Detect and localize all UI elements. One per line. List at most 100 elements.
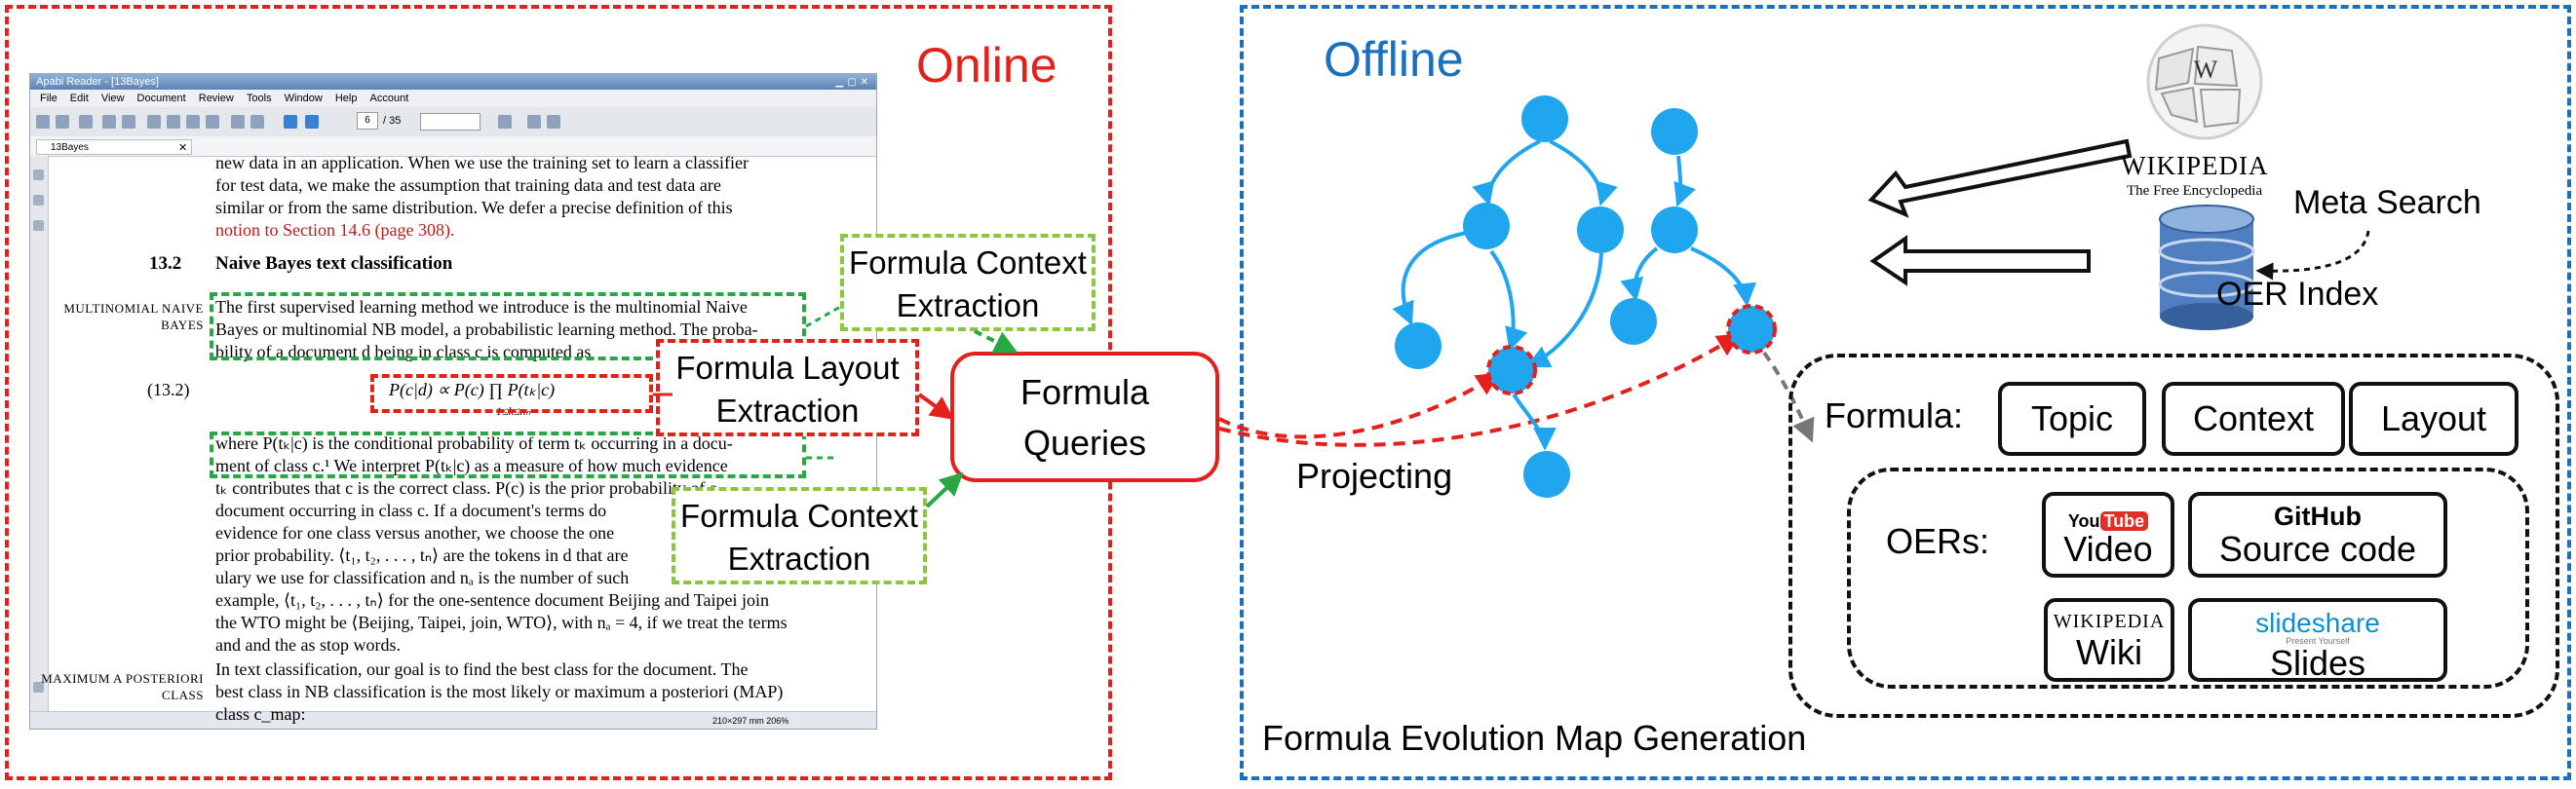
graph-node (1651, 207, 1698, 253)
formula-layout-extraction-label: Formula Layout Extraction (656, 339, 919, 436)
menu-tools[interactable]: Tools (246, 93, 272, 104)
zoom-select[interactable] (420, 113, 481, 131)
graph-node (1610, 298, 1657, 345)
page-down-icon[interactable] (305, 115, 319, 129)
save-icon[interactable] (56, 115, 69, 129)
section-number: 13.2 (149, 253, 182, 274)
reader-titlebar: Apabi Reader - [13Bayes] ▁▢✕ (30, 74, 876, 90)
hand-icon[interactable] (122, 115, 135, 129)
projected-node-2 (1726, 304, 1777, 355)
formula-topic-text: Topic (2030, 398, 2114, 438)
doc-line: best class in NB classification is the m… (215, 682, 784, 701)
oer-video-text: Video (2063, 529, 2153, 569)
outline-icon[interactable] (33, 195, 44, 206)
graph-node (1395, 322, 1442, 369)
svg-text:W: W (2194, 56, 2218, 84)
formula-context-box: Context (2162, 382, 2345, 456)
status-text: 210×297 mm 206% (712, 716, 789, 726)
menu-window[interactable]: Window (284, 93, 323, 104)
menu-file[interactable]: File (40, 93, 58, 104)
wikipedia-small-logo-icon: WIKIPEDIA (2053, 611, 2166, 632)
graph-edge (1472, 139, 1541, 207)
reader-side-strip (30, 156, 49, 711)
two-page-icon[interactable] (250, 115, 264, 129)
doc-line: and and the as stop words. (215, 635, 401, 655)
offline-panel (1240, 5, 2571, 780)
youtube-tube-text: Tube (2099, 511, 2149, 531)
formula-layout-box: Layout (2349, 382, 2518, 456)
wikipedia-tagline: The Free Encyclopedia (2127, 183, 2263, 199)
close-icon[interactable]: ✕ (178, 142, 188, 154)
equation-number: (13.2) (147, 380, 190, 399)
window-controls[interactable]: ▁▢✕ (835, 77, 872, 88)
oer-database-icon (2158, 205, 2255, 330)
margin-note-multinomial: MULTINOMIAL NAIVE BAYES (63, 301, 204, 332)
oers-box (1847, 468, 2529, 689)
graph-edge (1620, 246, 1659, 302)
doc-line: Bayes or multinomial NB model, a probabi… (215, 319, 758, 339)
single-page-icon[interactable] (231, 115, 245, 129)
menu-document[interactable]: Document (136, 93, 186, 104)
context-arrow-1 (974, 329, 1019, 354)
rotate-icon[interactable] (498, 115, 512, 129)
context-extraction-text-1: Formula Context Extraction (849, 244, 1087, 323)
page-up-icon[interactable] (284, 115, 297, 129)
formula-context-extraction-label-1: Formula Context Extraction (840, 234, 1096, 331)
doc-line: the WTO might be ⟨Beijing, Taipei, join,… (215, 613, 788, 632)
context-arrow-2 (925, 471, 964, 508)
section-title: Naive Bayes text classification (215, 253, 453, 274)
menu-account[interactable]: Account (369, 93, 409, 104)
layers-icon[interactable] (33, 682, 44, 693)
map-generation-label: Formula Evolution Map Generation (1262, 718, 1807, 758)
annotate-icon[interactable] (547, 115, 560, 129)
slideshare-text: slideshare (2255, 608, 2380, 638)
fit-width-icon[interactable] (206, 115, 219, 129)
doc-line: ulary we use for classification and nₐ i… (215, 568, 630, 587)
projected-node-1 (1486, 345, 1537, 395)
zoom-in-icon[interactable] (147, 115, 161, 129)
formula-layout-text: Layout (2380, 398, 2487, 438)
reader-menubar: File Edit View Document Review Tools Win… (30, 90, 876, 107)
wikipedia-wordmark: WIKIPEDIA (2121, 151, 2269, 180)
doc-line: The first supervised learning method we … (215, 297, 748, 317)
note-icon[interactable] (33, 220, 44, 231)
equation: P(c|d) ∝ P(c) ∏ P(tₖ|c) (389, 380, 556, 399)
doc-line: example, ⟨t₁, t₂, . . . , tₙ⟩ for the on… (215, 590, 770, 610)
menu-edit[interactable]: Edit (69, 93, 89, 104)
print-icon[interactable] (79, 115, 93, 129)
menu-review[interactable]: Review (198, 93, 234, 104)
fit-page-icon[interactable] (186, 115, 200, 129)
menu-view[interactable]: View (100, 93, 125, 104)
thumbnail-icon[interactable] (33, 169, 44, 180)
wikipedia-globe-icon: W (2146, 23, 2263, 140)
doc-line: class c_map: (215, 704, 306, 724)
page-number-input[interactable]: 6 (357, 112, 378, 130)
doc-line: tₖ contributes that c is the correct cla… (215, 478, 718, 498)
paragraph-3: In text classification, our goal is to f… (215, 658, 839, 726)
github-logo-icon: GitHub (2274, 502, 2362, 531)
select-icon[interactable] (102, 115, 116, 129)
offline-title: Offline (1324, 32, 1464, 87)
doc-line: In text classification, our goal is to f… (215, 659, 749, 679)
formula-context-text: Context (2192, 398, 2315, 438)
doc-line: prior probability. ⟨t₁, t₂, . . . , tₙ⟩ … (215, 545, 629, 565)
bookmark-icon[interactable] (527, 115, 541, 129)
menu-help[interactable]: Help (334, 93, 358, 104)
graph-edge (1673, 155, 1696, 207)
doc-line: document occurring in class c. If a docu… (215, 501, 607, 520)
tab-13bayes[interactable]: 13Bayes ✕ (36, 139, 192, 155)
map-generation-box (1788, 354, 2559, 718)
projecting-curve-2 (1218, 333, 1742, 447)
formula-queries-text: Formula Queries (1019, 372, 1150, 463)
reader-tabbar: 13Bayes ✕ (30, 136, 876, 157)
open-icon[interactable] (36, 115, 50, 129)
map-link-arrow (1762, 351, 1815, 443)
zoom-out-icon[interactable] (167, 115, 180, 129)
slideshare-tagline: Present Yourself (2286, 636, 2350, 646)
wikipedia-arrow (1867, 138, 2133, 218)
context-highlight-box-2 (210, 432, 806, 478)
formula-context-extraction-label-2: Formula Context Extraction (672, 487, 927, 584)
formula-queries-box: Formula Queries (950, 352, 1219, 482)
graph-edge (1690, 246, 1757, 307)
